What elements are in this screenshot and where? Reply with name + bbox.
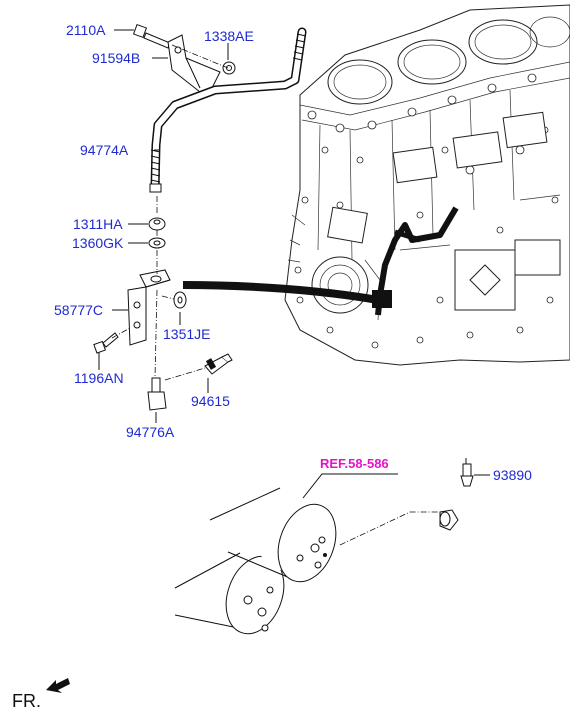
nut-1338ae-illustration bbox=[222, 61, 236, 75]
label-1196an: 1196AN bbox=[74, 370, 124, 386]
front-label: FR. bbox=[12, 691, 41, 711]
washer-1351je-illustration bbox=[173, 291, 187, 309]
washer-1360gk-illustration bbox=[148, 237, 166, 249]
label-91594b: 91594B bbox=[92, 50, 140, 66]
label-93890: 93890 bbox=[493, 467, 532, 483]
label-1311ha: 1311HA bbox=[73, 216, 123, 232]
elbow-fitting-illustration bbox=[439, 509, 459, 531]
label-94776a: 94776A bbox=[126, 424, 175, 440]
bolt-2110a-illustration bbox=[132, 23, 171, 49]
label-2110a: 2110A bbox=[66, 22, 106, 38]
hose-braid-top bbox=[292, 33, 307, 61]
sensor-wire bbox=[182, 281, 379, 304]
bolt-1196an-illustration bbox=[93, 332, 119, 354]
hose-braid-bottom bbox=[150, 149, 161, 183]
engine-block-illustration bbox=[284, 4, 570, 366]
label-1360gk: 1360GK bbox=[72, 235, 124, 251]
sensor-93890-illustration bbox=[460, 458, 474, 487]
label-1338ae: 1338AE bbox=[204, 28, 254, 44]
label-94774a: 94774A bbox=[80, 142, 129, 158]
sensor-94615-illustration bbox=[204, 353, 233, 375]
label-58777c: 58777C bbox=[54, 302, 103, 318]
lower-tank-assembly bbox=[174, 487, 337, 635]
fitting-94776a-illustration bbox=[147, 377, 167, 411]
leader-lines bbox=[98, 29, 490, 499]
assembly-centerlines bbox=[111, 44, 440, 546]
bracket-58777c-illustration bbox=[127, 269, 171, 346]
label-1351je: 1351JE bbox=[163, 326, 210, 342]
nut-1311ha-illustration bbox=[148, 217, 166, 231]
label-94615: 94615 bbox=[191, 393, 230, 409]
front-direction-marker: FR. bbox=[12, 678, 70, 711]
reference-label[interactable]: REF.58-586 bbox=[320, 456, 389, 471]
front-arrow-icon bbox=[46, 678, 70, 693]
